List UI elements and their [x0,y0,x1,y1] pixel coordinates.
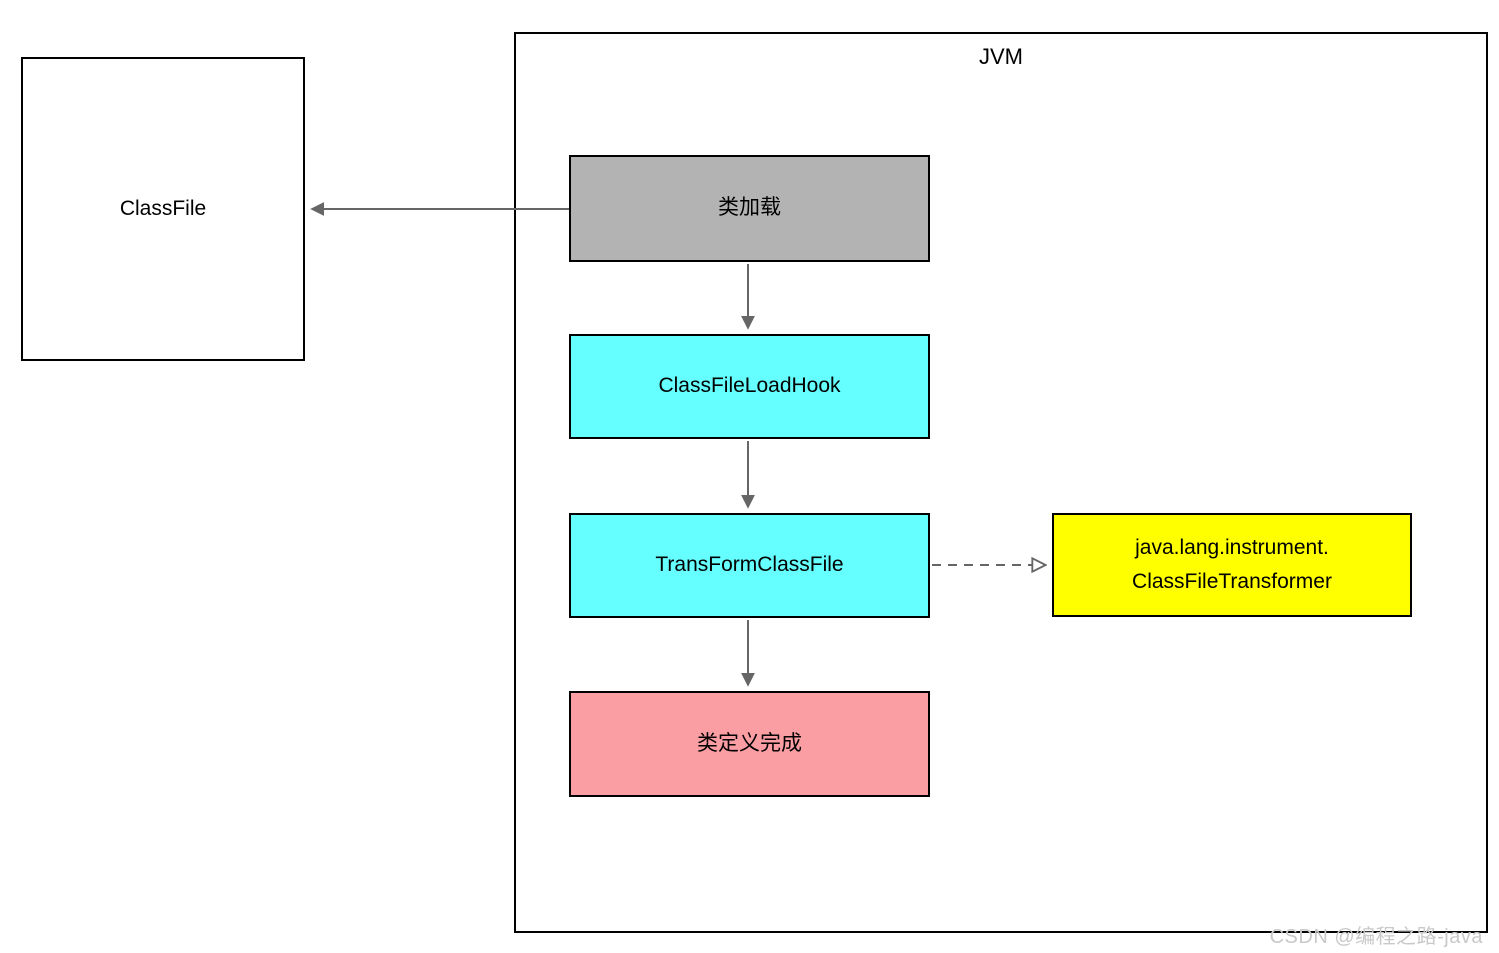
node-class-file-load-hook: ClassFileLoadHook [569,334,930,439]
node-transform-class-file: TransFormClassFile [569,513,930,618]
node-class-file-load-hook-label: ClassFileLoadHook [658,374,841,398]
jvm-container [514,32,1488,933]
jvm-container-label: JVM [979,44,1023,69]
node-class-load: 类加载 [569,155,930,262]
watermark: CSDN @编程之路-java [1269,926,1483,948]
node-classfile-label: ClassFile [119,196,207,220]
node-class-file-transformer-label-line1: java.lang.instrument. [1135,536,1329,560]
node-class-load-label: 类加载 [718,196,781,220]
node-transform-class-file-label: TransFormClassFile [655,553,844,577]
node-class-file-transformer-label-line2: ClassFileTransformer [1132,570,1332,593]
node-class-define-complete: 类定义完成 [569,691,930,797]
node-classfile: ClassFile [21,57,305,361]
node-class-file-transformer: java.lang.instrument. ClassFileTransform… [1052,513,1412,617]
node-class-define-complete-label: 类定义完成 [697,731,802,755]
